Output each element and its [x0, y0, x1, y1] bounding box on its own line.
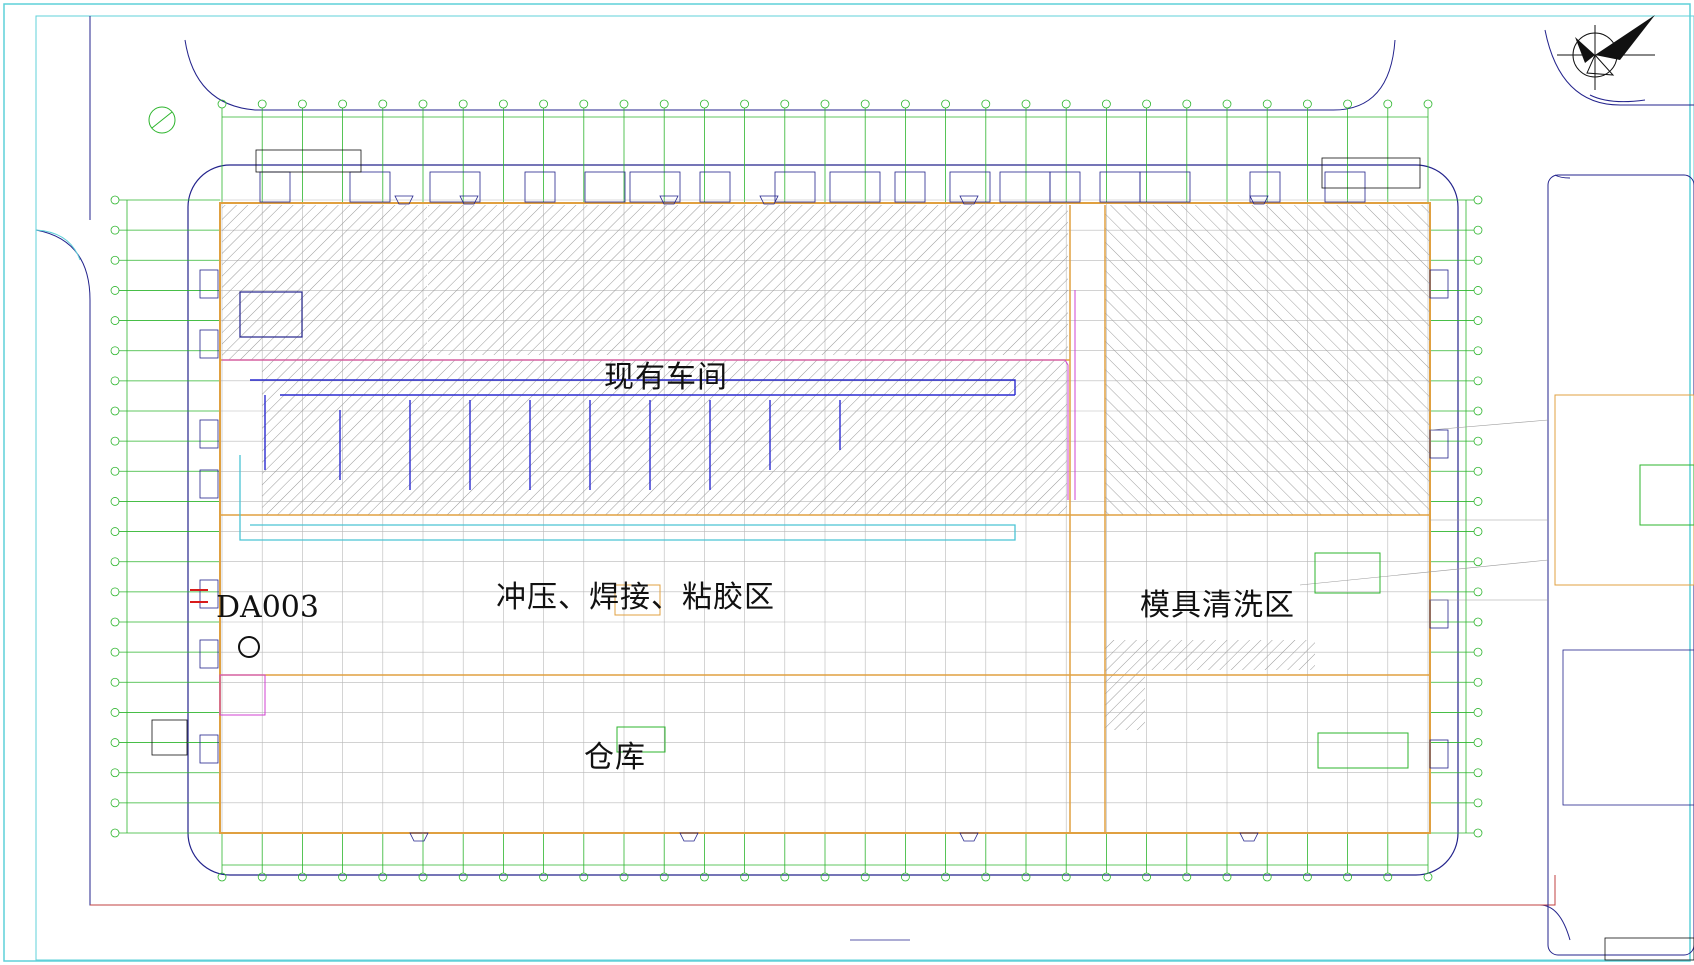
drawing-frame-outer	[3, 3, 1691, 962]
compass-small-icon	[148, 106, 176, 134]
row-axis-right	[1430, 195, 1483, 838]
hatched-area-mold-lower	[1105, 670, 1145, 730]
hatched-area-top-mid	[428, 205, 1068, 355]
hatched-area-mold	[1105, 640, 1315, 670]
hatched-area-central	[262, 360, 1067, 515]
site-road-left	[35, 16, 81, 960]
title-block	[1604, 937, 1694, 961]
spec-table-3	[616, 726, 666, 753]
building-footprint	[219, 202, 1431, 834]
spec-table-1	[1314, 552, 1381, 594]
gate-top-left	[255, 149, 362, 173]
hatched-area-east	[1105, 205, 1430, 515]
site-road-outline	[35, 16, 1571, 941]
site-road-top	[184, 39, 1396, 111]
sampling-point-marker	[238, 636, 260, 658]
hatched-area-north	[222, 205, 427, 360]
row-axis-left	[110, 195, 220, 838]
north-arrow-icon	[1557, 15, 1655, 103]
annex-lower-room	[1562, 649, 1694, 806]
column-axis-bottom	[217, 833, 1433, 882]
zone-existing-workshop: 现有车间	[604, 360, 728, 395]
zone-warehouse: 仓库	[584, 740, 646, 775]
gate-top-right	[1321, 157, 1421, 189]
spec-table-4	[614, 584, 661, 616]
sampling-point-label: DA003	[216, 590, 319, 625]
annex-floor-plan	[1554, 394, 1694, 586]
zone-mold-cleaning: 模具清洗区	[1140, 588, 1295, 623]
pink-duct	[222, 290, 1076, 500]
sampling-arrow-lower	[190, 601, 208, 603]
roof-bays-top	[199, 171, 1449, 842]
annex-leader-lines	[1299, 419, 1549, 601]
spec-table-2	[1317, 732, 1409, 769]
pipe-route	[250, 379, 1016, 490]
site-fence	[90, 875, 1556, 906]
column-axis-top	[217, 99, 1433, 203]
cyan-duct	[239, 455, 1016, 541]
room-outside-left	[151, 719, 188, 756]
room-left-upper	[239, 291, 303, 338]
sampling-arrow-upper	[190, 589, 208, 591]
room-left-lower	[219, 674, 266, 716]
annex-room-green	[1639, 464, 1694, 526]
annex-building-outline	[1547, 174, 1694, 956]
zone-stamping-welding-gluing: 冲压、焊接、粘胶区	[496, 580, 775, 615]
